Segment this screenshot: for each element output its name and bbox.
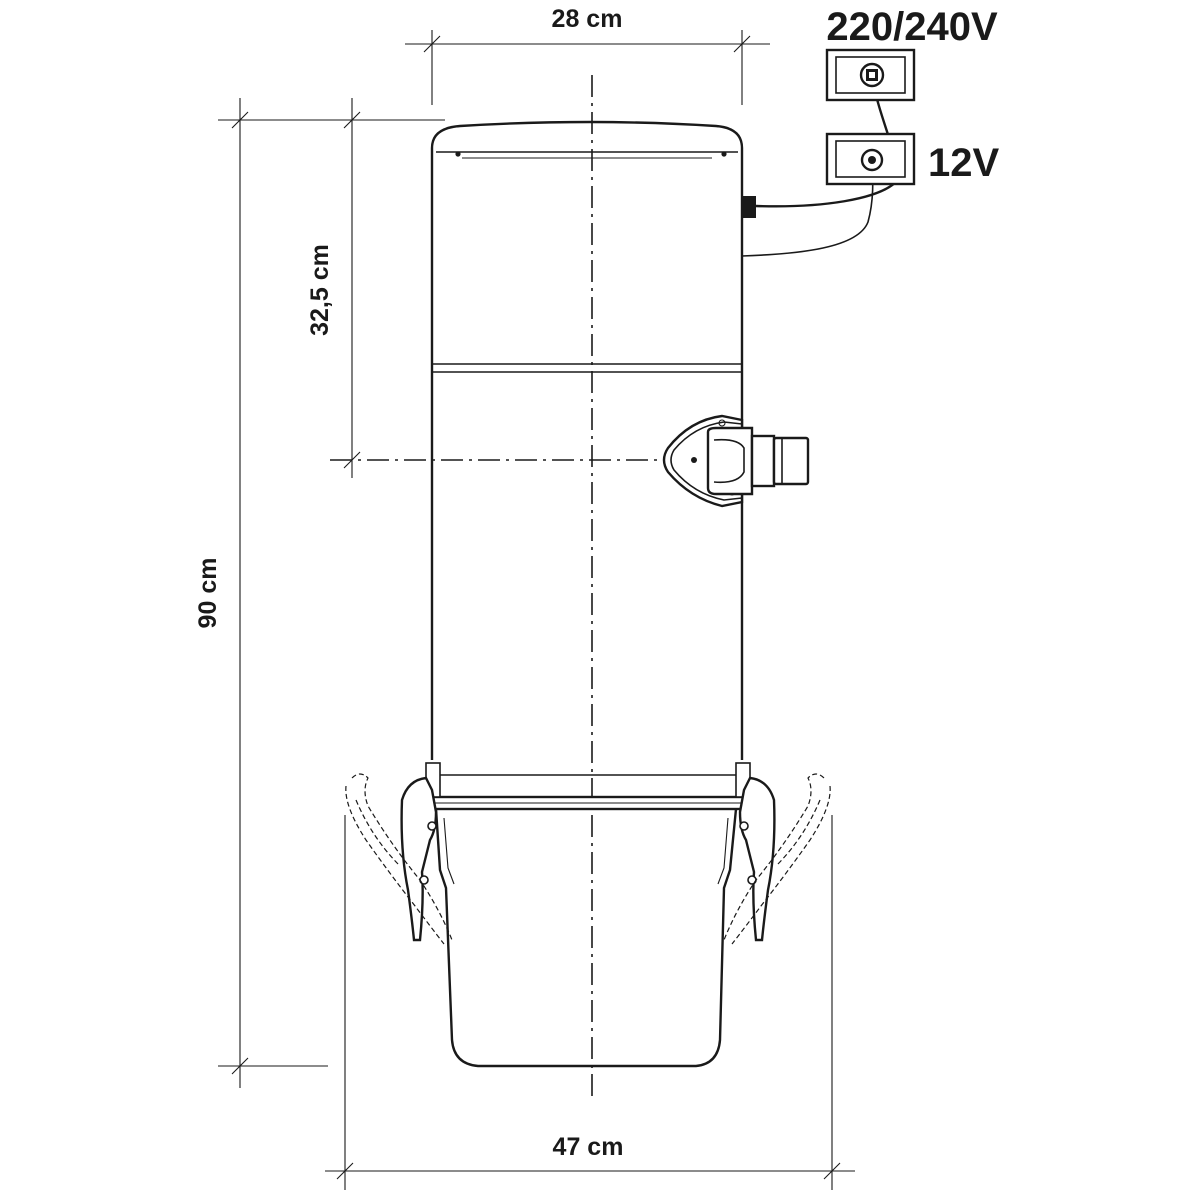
dust-bin bbox=[434, 808, 738, 1068]
width-base-label: 47 cm bbox=[553, 1133, 624, 1161]
low-voltage-label: 12V bbox=[928, 141, 999, 185]
mains-socket bbox=[825, 48, 916, 102]
vacuum-body bbox=[430, 120, 756, 760]
height-inlet-label: 32,5 cm bbox=[306, 244, 334, 336]
dimension-width-top: 28 cm bbox=[405, 5, 770, 105]
mains-voltage-label: 220/240V bbox=[826, 5, 998, 49]
low-voltage-socket bbox=[825, 132, 916, 186]
dimension-height-inlet: 32,5 cm bbox=[306, 98, 445, 478]
right-clamp bbox=[738, 776, 776, 942]
collar-flange bbox=[418, 762, 758, 811]
width-top-label: 28 cm bbox=[552, 5, 623, 33]
left-clamp-open bbox=[345, 773, 453, 945]
dimension-width-base: 47 cm bbox=[325, 815, 855, 1190]
suction-inlet bbox=[662, 414, 810, 508]
dimension-height-total: 90 cm bbox=[194, 98, 352, 1088]
left-clamp bbox=[400, 776, 438, 942]
right-clamp-open bbox=[723, 773, 831, 945]
height-total-label: 90 cm bbox=[194, 558, 222, 629]
